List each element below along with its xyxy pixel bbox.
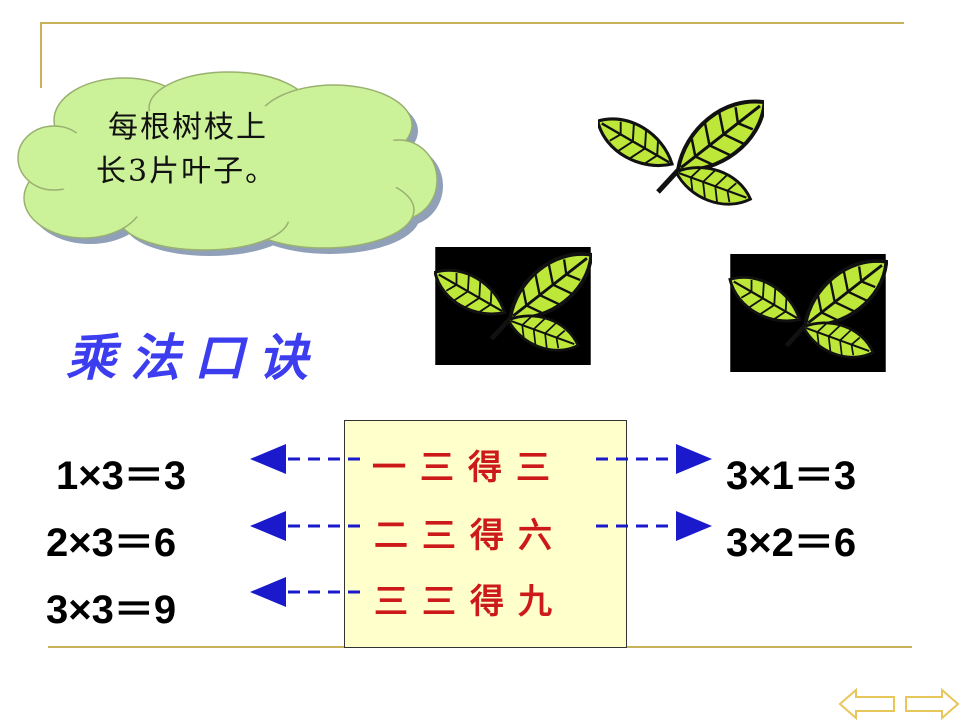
left-rule bbox=[40, 22, 42, 88]
prev-arrow-icon[interactable] bbox=[838, 688, 896, 720]
leaf-cluster-right bbox=[728, 254, 888, 372]
cloud-line-2: 长3片叶子。 bbox=[96, 154, 278, 189]
equation-left-3: 3×3＝9 bbox=[46, 588, 177, 632]
cloud-bubble bbox=[17, 71, 443, 256]
rhyme-box bbox=[344, 420, 627, 648]
leaf-cluster-middle bbox=[434, 247, 592, 365]
rhyme-line-3: 三三得九 bbox=[374, 582, 566, 622]
equation-right-1: 3×1＝3 bbox=[726, 454, 857, 498]
rhyme-line-1: 一三得三 bbox=[372, 448, 564, 488]
top-rule bbox=[40, 22, 904, 24]
equation-right-2: 3×2＝6 bbox=[726, 521, 857, 565]
lesson-title: 乘法口诀 bbox=[66, 328, 322, 387]
equation-left-2: 2×3＝6 bbox=[46, 521, 177, 565]
equation-left-1: 1×3＝3 bbox=[56, 454, 187, 498]
rhyme-line-2: 二三得六 bbox=[374, 516, 566, 556]
cloud-text: 每根树枝上 长3片叶子。 bbox=[96, 106, 396, 194]
cloud-line-1: 每根树枝上 bbox=[108, 110, 268, 145]
next-arrow-icon[interactable] bbox=[904, 688, 960, 720]
